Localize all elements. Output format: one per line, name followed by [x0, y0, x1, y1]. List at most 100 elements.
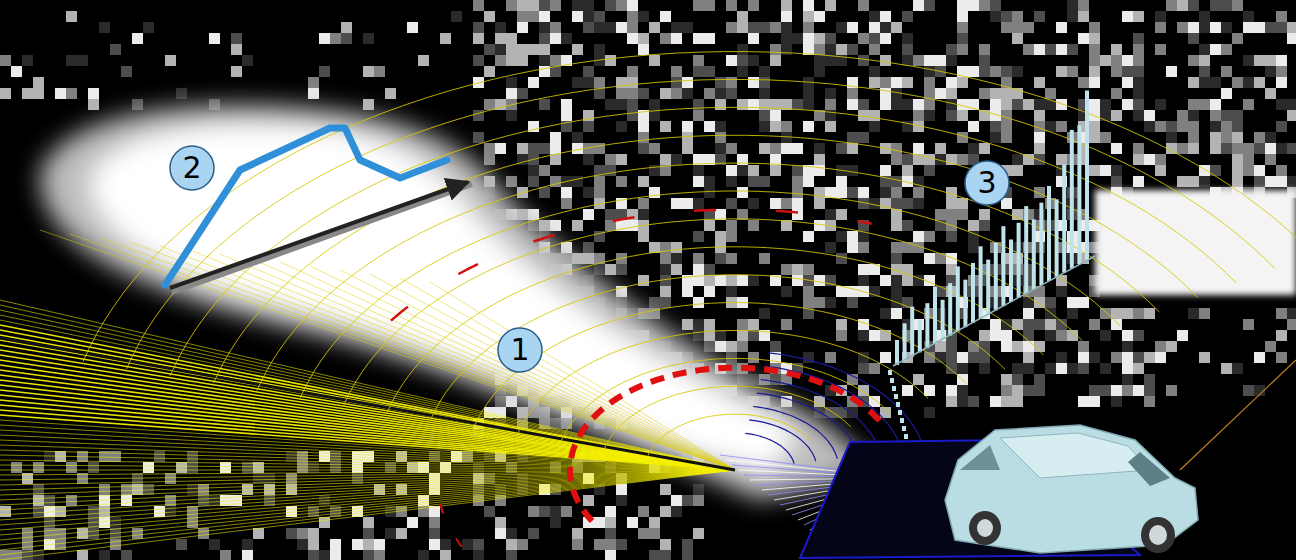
sensor-ray: [0, 310, 735, 470]
range-arc: [344, 219, 1082, 405]
red-dash-arc: [440, 502, 551, 560]
heading-line: [1180, 360, 1296, 470]
histogram-bar: [979, 246, 983, 318]
sensor-ray: [0, 470, 735, 535]
car-wheel: [969, 511, 1001, 545]
histogram-bar: [910, 307, 914, 357]
occupied-patch: [1095, 190, 1296, 295]
near-arc: [765, 366, 903, 452]
histogram-bar: [925, 303, 929, 348]
sensor-ray: [0, 470, 735, 555]
histogram-tick: [898, 410, 902, 415]
histogram-bar: [918, 320, 922, 353]
sensor-ray: [0, 300, 735, 470]
sensor-ray: [0, 470, 735, 545]
sensor-ray: [0, 420, 735, 470]
histogram-tick: [894, 394, 898, 399]
sensor-ray: [0, 470, 735, 540]
histogram-bar: [1085, 91, 1089, 261]
sensor-ray: [0, 470, 735, 530]
range-arc: [474, 303, 966, 427]
car-hub: [1149, 525, 1167, 545]
histogram-tick: [890, 378, 894, 383]
sensor-ray: [0, 320, 735, 470]
direction-arrow: [170, 182, 468, 288]
callout-circle: 3: [964, 160, 1010, 206]
histogram-base: [893, 256, 1095, 366]
sensor-ray: [0, 440, 735, 470]
sensor-ray: [0, 360, 735, 470]
histogram-bar: [1001, 226, 1005, 306]
callout-circle: 2: [169, 145, 215, 191]
histogram-bar: [986, 260, 990, 315]
range-arc: [300, 191, 1120, 398]
sensor-ray: [0, 470, 735, 510]
histogram-bar: [1024, 206, 1028, 294]
sensor-ray: [0, 385, 735, 470]
range-arc: [257, 163, 1159, 391]
sensor-ray: [250, 258, 735, 470]
sensor-ray: [220, 254, 735, 470]
histogram-tick: [888, 370, 892, 375]
histogram-tick: [892, 386, 896, 391]
sensor-ray: [70, 234, 735, 470]
sensor-ray: [0, 350, 735, 470]
callout-number: 2: [169, 153, 215, 183]
sensor-ray: [0, 470, 735, 515]
callout-number: 3: [964, 168, 1010, 198]
sensor-ray: [40, 230, 735, 470]
histogram-bar: [1055, 199, 1059, 276]
sensor-ray: [0, 470, 735, 500]
callout-circle-fill: [965, 161, 1009, 205]
sensor-ray: [0, 405, 735, 470]
near-arc: [745, 433, 794, 463]
histogram-bars: [888, 91, 1095, 448]
sensor-rays: [0, 230, 905, 560]
sensor-ray: [0, 415, 735, 470]
sensor-ray: [0, 465, 735, 470]
sensor-ray: [0, 460, 735, 470]
sensor-ray: [280, 262, 735, 470]
range-arc: [387, 247, 1043, 412]
callout-circle-fill: [498, 328, 542, 372]
sensor-ray: [0, 470, 735, 550]
sensor-ray: [0, 395, 735, 470]
histogram-bar: [933, 287, 937, 345]
histogram-tick: [904, 434, 908, 439]
near-arc: [749, 420, 816, 461]
sensor-ray: [0, 455, 735, 470]
car-body: [945, 425, 1198, 553]
sensor-ray: [0, 305, 735, 470]
histogram-bar: [1047, 186, 1051, 281]
histogram-bar: [956, 266, 960, 331]
sensor-ray: [0, 335, 735, 470]
sensor-ray: [0, 435, 735, 470]
histogram-bar: [1070, 130, 1074, 269]
sensor-ray: [0, 370, 735, 470]
car-window: [960, 445, 1000, 470]
car-wheel: [1141, 517, 1175, 553]
near-arc: [768, 353, 924, 450]
histogram-bar: [971, 263, 975, 323]
sensor-ray: [0, 470, 735, 560]
car-model: [945, 425, 1198, 553]
car-roof: [1000, 433, 1150, 478]
sensor-ray: [0, 315, 735, 470]
histogram-bar: [1009, 240, 1013, 303]
histogram-bar: [1032, 219, 1036, 289]
sensor-ray: [0, 450, 735, 470]
histogram-bar: [941, 300, 945, 340]
near-arc: [757, 393, 859, 456]
histogram-bar: [963, 280, 967, 328]
sensor-ray: [0, 410, 735, 470]
callout-circle: 1: [497, 327, 543, 373]
range-arc: [518, 331, 928, 434]
histogram-bar: [948, 283, 952, 336]
histogram-bar: [903, 323, 907, 361]
sensor-ray: [0, 330, 735, 470]
sensor-ray: [0, 325, 735, 470]
sensor-ray: [0, 375, 735, 470]
